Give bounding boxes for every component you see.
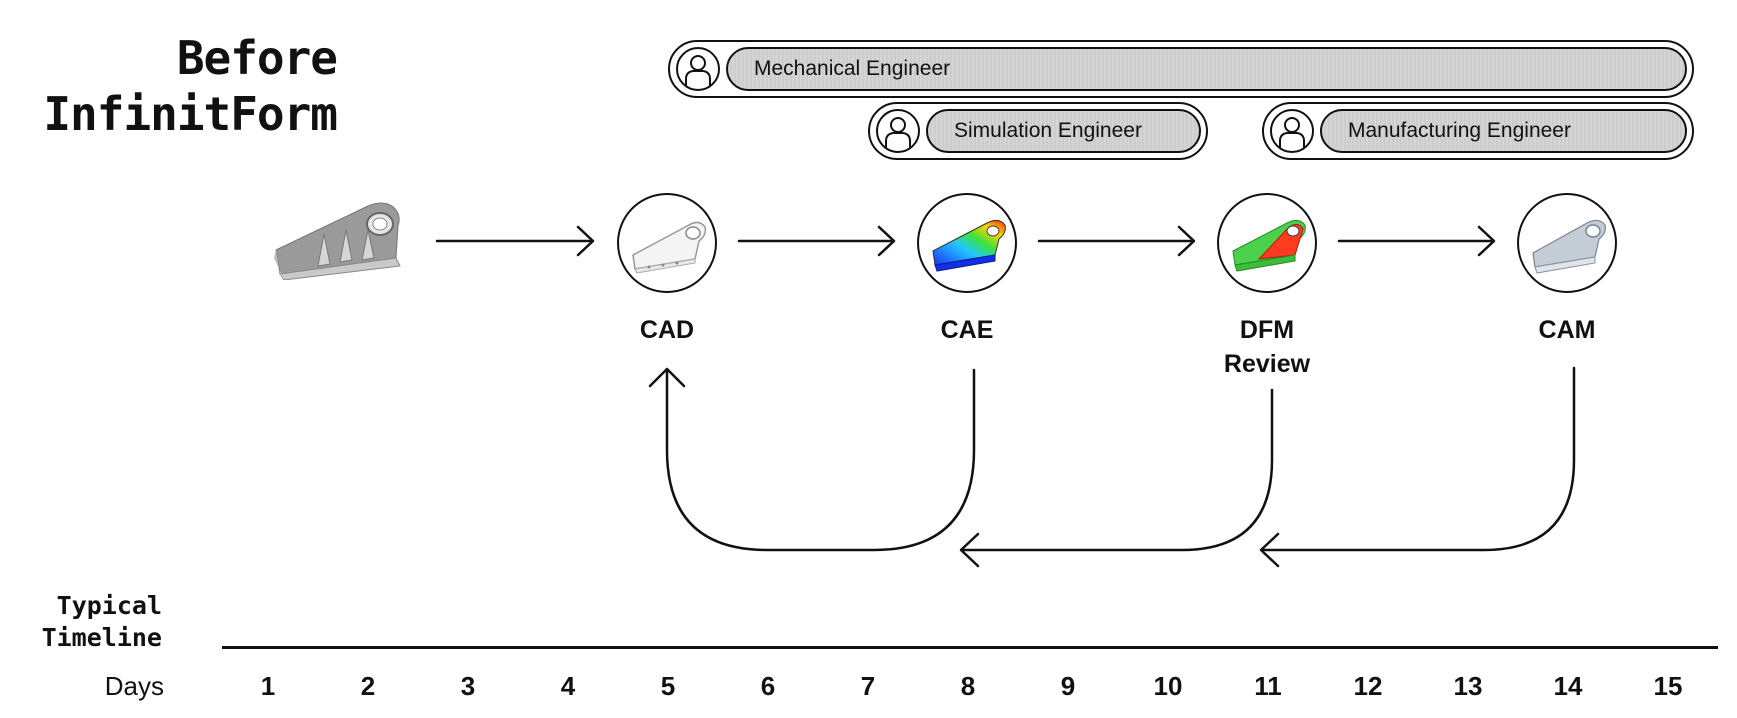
stage-label-dfm-review: DFM Review — [1187, 313, 1347, 381]
title-line-1: Before — [176, 31, 338, 85]
dfm-highlight-icon — [1232, 219, 1306, 272]
feedback-dfm-to-cae — [959, 388, 1274, 568]
day-number: 7 — [860, 671, 876, 701]
role-label: Simulation Engineer — [926, 109, 1201, 153]
timeline-label-line: Typical — [56, 591, 162, 620]
cad-wireframe-icon — [632, 221, 707, 274]
day-number: 1 — [260, 671, 276, 701]
role-mechanical-engineer: Mechanical Engineer — [668, 40, 1694, 98]
day-number: 9 — [1060, 671, 1076, 701]
title-line-2: InfinitForm — [43, 87, 338, 141]
stage-label-cae: CAE — [887, 313, 1047, 347]
person-icon — [876, 109, 920, 153]
day-number: 8 — [960, 671, 976, 701]
stage-cam-circle — [1517, 193, 1617, 293]
arrow-source-to-cad — [435, 225, 595, 257]
timeline-label: Typical Timeline — [20, 590, 162, 654]
page-title: Before InfinitForm — [43, 30, 338, 142]
day-number: 10 — [1153, 671, 1183, 701]
bracket-part-icon — [272, 200, 410, 285]
day-number: 4 — [560, 671, 576, 701]
day-number: 14 — [1553, 671, 1583, 701]
day-number: 6 — [760, 671, 776, 701]
arrow-cad-to-cae — [737, 225, 896, 257]
person-icon — [676, 47, 720, 91]
role-simulation-engineer: Simulation Engineer — [868, 102, 1208, 160]
day-number: 3 — [460, 671, 476, 701]
role-label: Mechanical Engineer — [726, 47, 1687, 91]
timeline-rule — [222, 646, 1718, 649]
role-manufacturing-engineer: Manufacturing Engineer — [1262, 102, 1694, 160]
day-number: 13 — [1453, 671, 1483, 701]
arrow-cae-to-dfm — [1037, 225, 1196, 257]
day-number: 15 — [1653, 671, 1683, 701]
stage-label-line: CAD — [639, 316, 695, 344]
days-label: Days — [104, 671, 164, 701]
arrow-dfm-to-cam — [1337, 225, 1496, 257]
machined-part-icon — [1532, 219, 1606, 274]
role-label: Manufacturing Engineer — [1320, 109, 1687, 153]
stage-cae-circle — [917, 193, 1017, 293]
person-icon — [1270, 109, 1314, 153]
stress-heatmap-icon — [932, 219, 1006, 272]
stage-label-line: CAE — [940, 316, 994, 344]
stage-label-cam: CAM — [1487, 313, 1647, 347]
day-number: 11 — [1254, 671, 1282, 701]
stage-cad-circle — [617, 193, 717, 293]
day-number: 12 — [1353, 671, 1383, 701]
stage-label-line: CAM — [1538, 316, 1596, 344]
feedback-cam-to-dfm — [1259, 366, 1576, 568]
stage-dfm-circle — [1217, 193, 1317, 293]
day-number: 5 — [660, 671, 676, 701]
stage-label-line: DFM — [1239, 316, 1295, 344]
timeline-label-line: Timeline — [41, 623, 162, 652]
feedback-cae-to-cad — [648, 367, 976, 552]
day-number: 2 — [360, 671, 376, 701]
stage-label-line: Review — [1223, 350, 1311, 378]
stage-label-cad: CAD — [587, 313, 747, 347]
